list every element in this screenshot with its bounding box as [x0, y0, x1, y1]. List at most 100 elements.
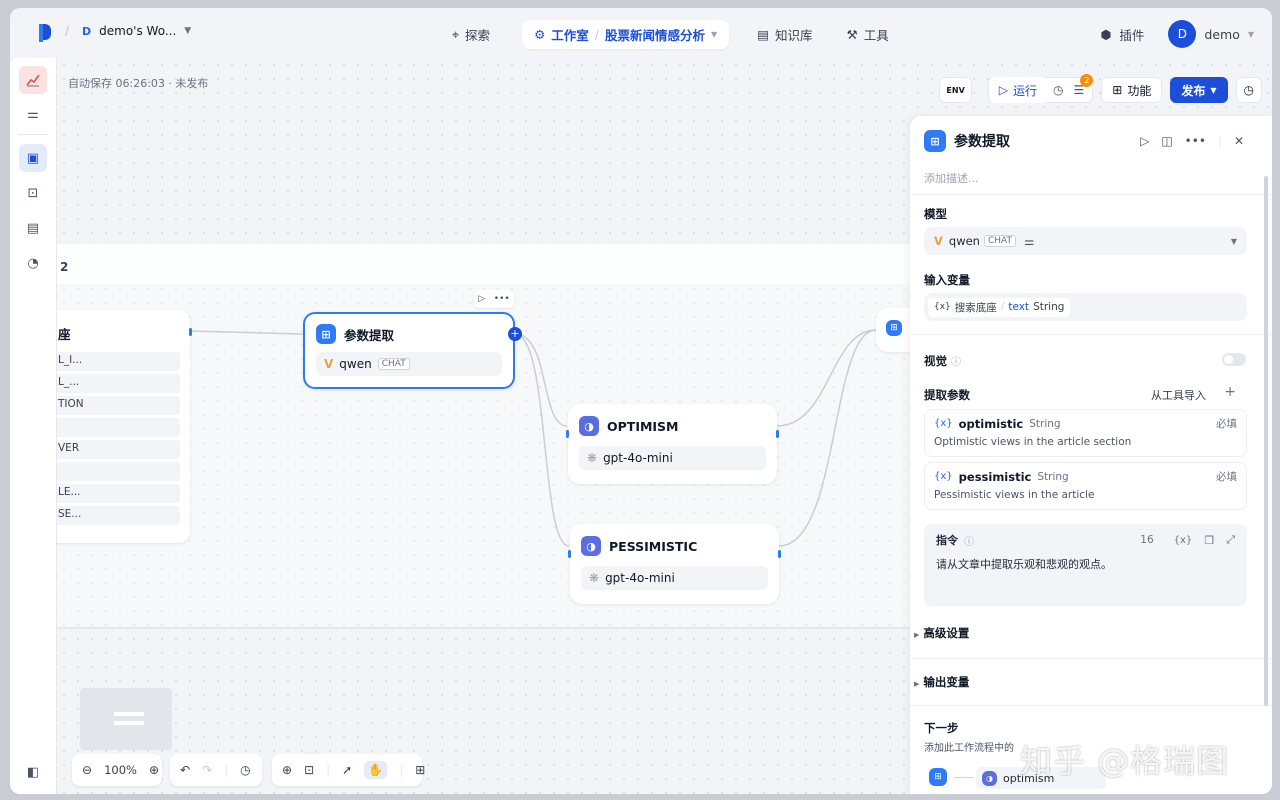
terminal-icon[interactable]: ⊡ — [27, 185, 39, 201]
nav-tools[interactable]: ⚒ 工具 — [835, 20, 901, 49]
advanced-settings-toggle[interactable]: ▶ 高级设置 — [914, 625, 969, 641]
output-port[interactable] — [778, 550, 781, 558]
model-selector[interactable]: V qwen CHAT ⚌ ▼ — [924, 227, 1247, 255]
zoom-level[interactable]: 100% — [104, 763, 137, 777]
nav-studio[interactable]: ⚙ 工作室 / 股票新闻情感分析 ▼ — [522, 20, 730, 49]
logs-icon[interactable]: ▤ — [26, 220, 40, 236]
organize-icon[interactable]: ⊞ — [415, 763, 426, 777]
version-history-button[interactable]: ◷ — [1235, 77, 1262, 103]
nav-explore[interactable]: ⌖ 探索 — [440, 20, 502, 49]
node-hover-actions: ▷ ••• — [474, 290, 514, 308]
history-icon[interactable]: ◷ — [1053, 83, 1064, 97]
llm-icon: ◑ — [581, 536, 601, 556]
var-prefix: {x} — [934, 302, 951, 312]
features-label: 功能 — [1127, 83, 1152, 98]
pointer-icon[interactable]: ➚ — [342, 763, 353, 777]
add-node-icon[interactable]: ⊕ — [282, 763, 293, 777]
pessimistic-node[interactable]: ◑ PESSIMISTIC ❋ gpt-4o-mini — [568, 524, 781, 604]
input-var-selector[interactable]: {x} 搜索底座 / text String — [924, 293, 1247, 321]
caret-right-icon: ▶ — [914, 631, 920, 639]
add-next-button[interactable]: + — [508, 327, 522, 341]
instruction-editor[interactable]: 指令 ⓘ 16 {x} ❐ ⤢ 请从文章中提取乐观和悲观的观点。 — [924, 524, 1247, 606]
iteration-header[interactable] — [57, 244, 917, 284]
node-title: 参数提取 — [344, 327, 395, 343]
output-port[interactable] — [776, 430, 779, 438]
output-port[interactable] — [189, 328, 192, 336]
insert-variable-icon[interactable]: {x} — [1173, 534, 1193, 546]
chart-icon[interactable] — [19, 66, 47, 94]
qwen-logo-icon: V — [934, 234, 943, 248]
history-icon[interactable]: ◷ — [240, 763, 251, 777]
vision-label: 视觉 ⓘ — [924, 353, 961, 369]
collapse-sidebar-icon[interactable]: ◧ — [26, 764, 40, 780]
openai-icon: ❋ — [589, 571, 600, 585]
main-nav: ⌖ 探索 ⚙ 工作室 / 股票新闻情感分析 ▼ ▤ 知识库 ⚒ 工具 — [440, 20, 901, 49]
env-button[interactable]: ENV — [939, 77, 972, 103]
divider: | — [224, 763, 229, 777]
play-icon[interactable]: ▷ — [478, 294, 486, 304]
divider — [910, 194, 1272, 195]
app-name[interactable]: 股票新闻情感分析 — [605, 28, 706, 43]
grid-icon: ⊞ — [1112, 83, 1123, 97]
param-item-pessimistic[interactable]: {x} pessimistic String 必填 Pessimistic vi… — [924, 462, 1247, 510]
more-icon[interactable]: ••• — [493, 294, 510, 304]
sliders-icon[interactable]: ⚌ — [27, 106, 39, 122]
vision-toggle[interactable] — [1222, 353, 1246, 366]
llm-icon: ◑ — [982, 770, 997, 786]
node-model-tag: CHAT — [377, 358, 410, 370]
instruction-text[interactable]: 请从文章中提取乐观和悲观的观点。 — [936, 558, 1112, 571]
next-node-item[interactable]: ◑ optimism — [976, 767, 1106, 789]
panel-scrollbar[interactable] — [1264, 176, 1268, 706]
expand-icon[interactable]: ⤢ — [1226, 533, 1235, 546]
nav-knowledge[interactable]: ▤ 知识库 — [745, 20, 824, 49]
import-from-tool-button[interactable]: 从工具导入 — [1151, 389, 1206, 402]
input-port[interactable] — [566, 430, 569, 438]
book-open-icon[interactable]: ◫ — [1161, 134, 1173, 148]
publish-button[interactable]: 发布 ▼ — [1170, 77, 1228, 103]
node-icon: ⊞ — [886, 320, 902, 336]
checklist-icon[interactable]: ☰ 2 — [1070, 74, 1094, 97]
char-count: 16 — [1140, 534, 1154, 546]
model-label: 模型 — [924, 207, 947, 221]
current-node-icon: ⊞ — [929, 768, 947, 786]
dify-logo[interactable] — [38, 23, 52, 43]
zoom-in-icon[interactable]: ⊕ — [148, 763, 160, 777]
hand-icon[interactable]: ✋ — [364, 761, 388, 779]
panel-title-text[interactable]: 参数提取 — [954, 134, 1010, 150]
settings-sliders-icon[interactable]: ⚌ — [1024, 234, 1035, 248]
undo-icon[interactable]: ↶ — [180, 763, 191, 777]
input-var-chip: {x} 搜索底座 / text String — [928, 297, 1071, 317]
next-node-partial[interactable]: ⊞ — [876, 308, 916, 352]
left-node[interactable]: 座 L_I... L_... TION VER LE... SE... — [40, 310, 192, 543]
monitor-icon[interactable]: ◔ — [27, 255, 39, 271]
run-button[interactable]: ▷ 运行 — [988, 77, 1048, 103]
node-model-name: qwen — [339, 357, 372, 371]
param-item-optimistic[interactable]: {x} optimistic String 必填 Optimistic view… — [924, 409, 1247, 457]
add-note-icon[interactable]: ⊡ — [304, 763, 315, 777]
features-button[interactable]: ⊞ 功能 — [1101, 77, 1163, 103]
zoom-out-icon[interactable]: ⊖ — [82, 763, 93, 777]
chevron-down-icon: ▼ — [1230, 236, 1237, 246]
user-menu[interactable]: D demo ▼ — [1168, 20, 1254, 48]
param-extractor-node[interactable]: ⊞ 参数提取 V qwen CHAT + — [303, 312, 522, 389]
redo-icon[interactable]: ↷ — [202, 763, 213, 777]
optimism-node[interactable]: ◑ OPTIMISM ❋ gpt-4o-mini — [566, 404, 779, 484]
node-model-name: gpt-4o-mini — [603, 451, 673, 465]
output-vars-toggle[interactable]: ▶ 输出变量 — [914, 674, 969, 690]
var-type: String — [1033, 301, 1065, 313]
copy-icon[interactable]: ❐ — [1204, 533, 1215, 547]
divider — [910, 334, 1272, 335]
play-icon[interactable]: ▷ — [1140, 134, 1150, 148]
add-param-icon[interactable]: + — [1224, 384, 1236, 400]
description-input[interactable]: 添加描述... — [924, 172, 979, 185]
more-icon[interactable]: ••• — [1184, 134, 1206, 148]
divider: | — [326, 763, 331, 777]
minimap[interactable] — [80, 688, 172, 750]
plugins-button[interactable]: ⬢ 插件 — [1100, 25, 1144, 44]
variable-icon: {x} — [934, 418, 953, 429]
orchestrate-icon[interactable]: ▣ — [19, 144, 47, 172]
input-port[interactable] — [568, 550, 571, 558]
close-icon[interactable]: ✕ — [1233, 134, 1244, 148]
workspace-selector[interactable]: / D demo's Wo... ▼ — [65, 24, 191, 38]
var-name: text — [1008, 301, 1030, 313]
